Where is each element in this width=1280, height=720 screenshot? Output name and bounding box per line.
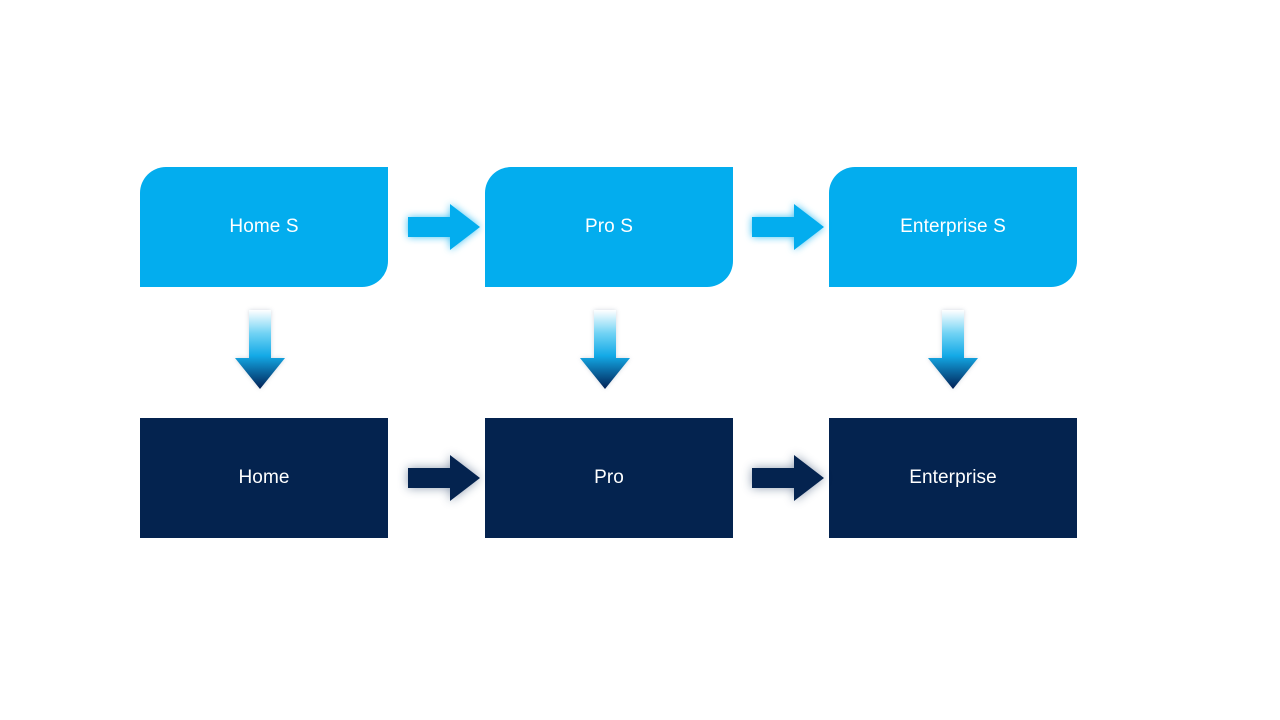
arrow-down-icon [235, 310, 285, 389]
connector-home-s-to-home [234, 310, 286, 390]
node-enterprise-s[interactable]: Enterprise S [829, 167, 1077, 287]
arrow-down-icon [928, 310, 978, 389]
connector-pro-s-to-enterprise-s [752, 202, 824, 252]
node-label: Home S [229, 215, 299, 237]
connector-pro-s-to-pro [579, 310, 631, 390]
node-enterprise[interactable]: Enterprise [829, 418, 1077, 538]
node-label: Enterprise [909, 466, 997, 488]
node-pro[interactable]: Pro [485, 418, 733, 538]
connector-pro-to-enterprise [752, 453, 824, 503]
node-home[interactable]: Home [140, 418, 388, 538]
arrow-right-icon [408, 455, 480, 501]
arrow-right-icon [752, 204, 824, 250]
node-label: Pro [594, 466, 624, 488]
connector-enterprise-s-to-enterprise [927, 310, 979, 390]
node-label: Pro S [584, 215, 634, 237]
node-home-s[interactable]: Home S [140, 167, 388, 287]
arrow-down-icon [580, 310, 630, 389]
connector-home-s-to-pro-s [408, 202, 480, 252]
node-label: Home [238, 466, 290, 488]
node-pro-s[interactable]: Pro S [485, 167, 733, 287]
connector-home-to-pro [408, 453, 480, 503]
arrow-right-icon [408, 204, 480, 250]
node-label: Enterprise S [900, 215, 1006, 237]
arrow-right-icon [752, 455, 824, 501]
